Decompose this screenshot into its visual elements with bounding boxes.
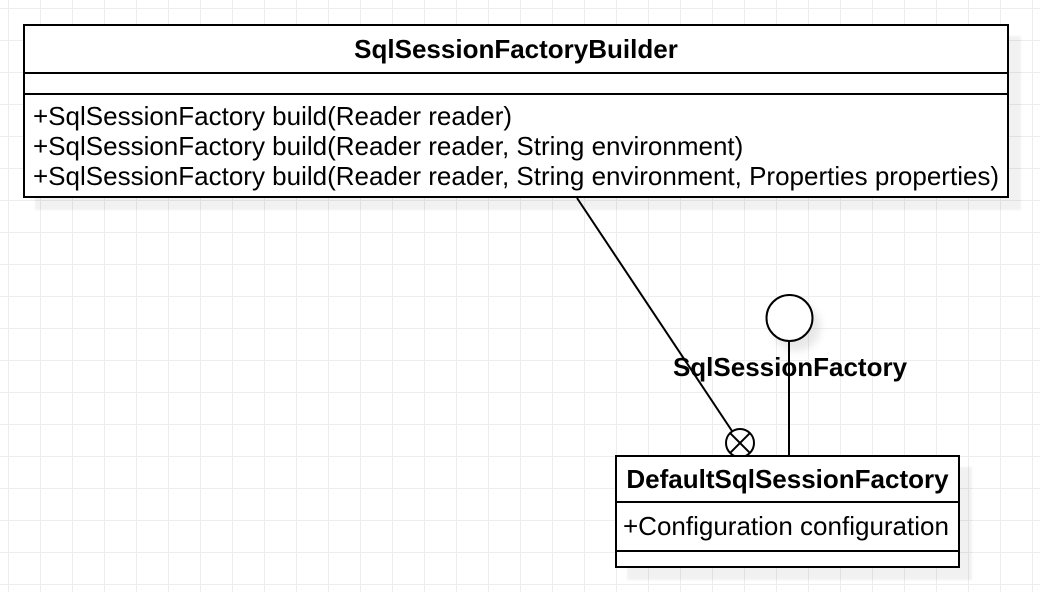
method-signature: +SqlSessionFactory build(Reader reader) [33, 101, 513, 131]
attribute-signature: +Configuration configuration [623, 511, 949, 541]
interface-label[interactable]: SqlSessionFactory [672, 352, 908, 382]
class-title: DefaultSqlSessionFactory [617, 457, 958, 503]
class-title: SqlSessionFactoryBuilder [25, 26, 1007, 74]
methods-compartment: +SqlSessionFactory build(Reader reader) … [25, 95, 1007, 191]
provided-interface-ball-icon[interactable] [765, 294, 814, 342]
dependency-connector[interactable] [576, 197, 741, 444]
method-signature: +SqlSessionFactory build(Reader reader, … [33, 131, 744, 161]
class-box-sqlsessionfactorybuilder[interactable]: SqlSessionFactoryBuilder +SqlSessionFact… [23, 24, 1009, 198]
methods-compartment [617, 552, 958, 566]
method-signature: +SqlSessionFactory build(Reader reader, … [33, 161, 1000, 191]
attributes-compartment [25, 74, 1007, 95]
attributes-compartment: +Configuration configuration [617, 503, 958, 552]
class-box-defaultsqlsessionfactory[interactable]: DefaultSqlSessionFactory +Configuration … [615, 455, 960, 568]
required-interface-socket-icon[interactable] [725, 428, 755, 458]
socket-x-stroke [729, 432, 751, 454]
